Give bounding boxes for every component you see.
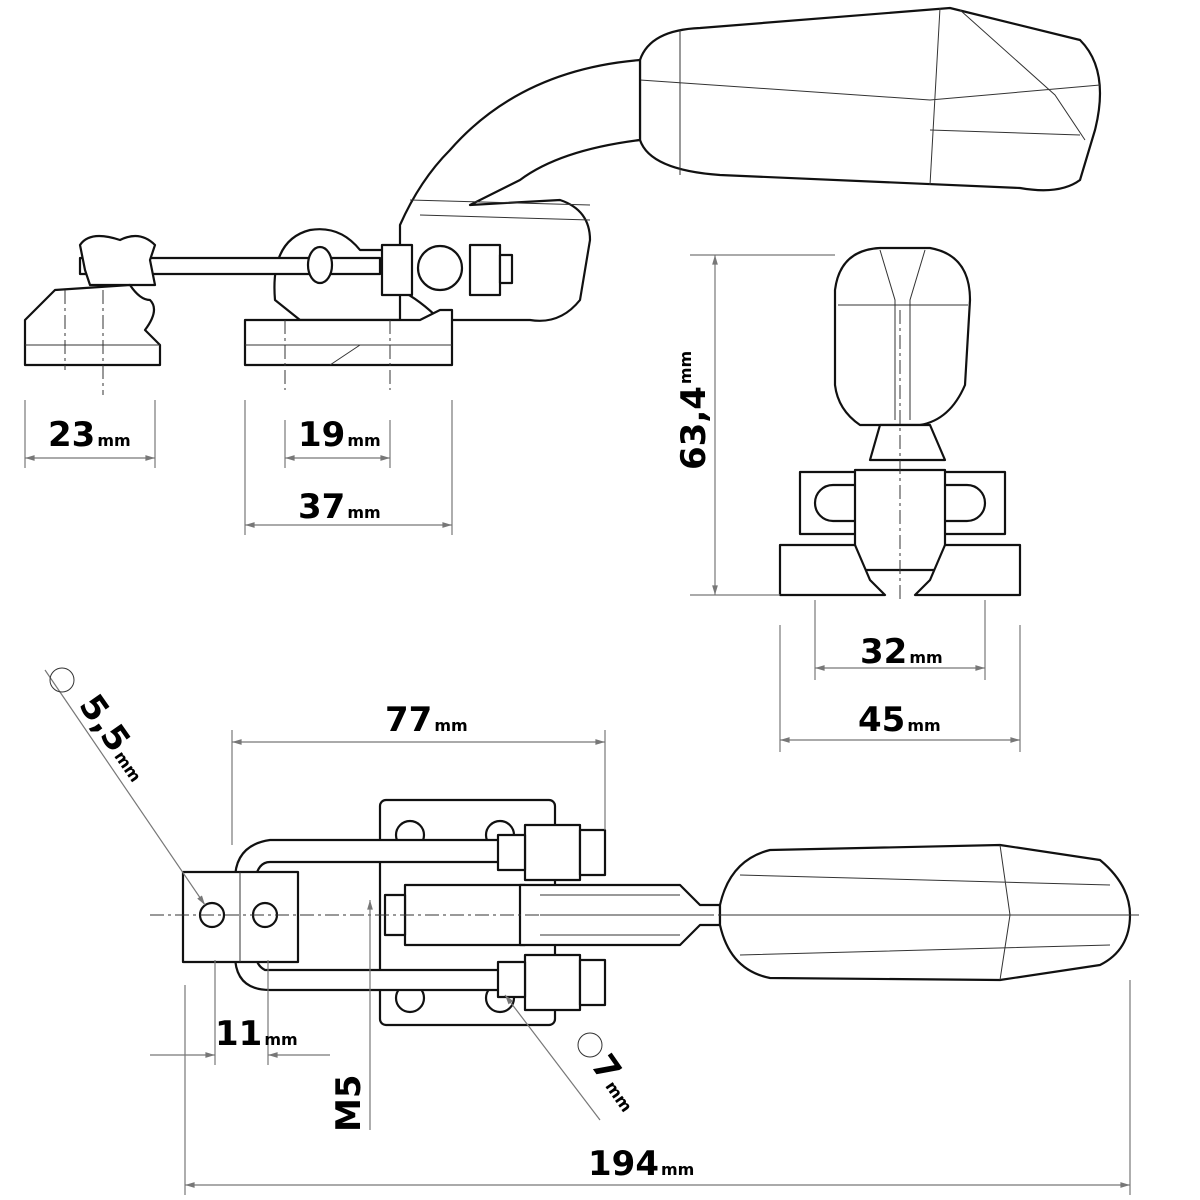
handle-grip-top (718, 843, 1132, 982)
handle-grip (638, 6, 1102, 192)
pivot-block (523, 953, 582, 1012)
front-view (778, 246, 1022, 600)
hex-nut (468, 243, 502, 297)
side-view (23, 6, 1102, 395)
pivot-block (523, 823, 582, 882)
svg-text:7mm: 7mm (583, 1047, 650, 1118)
latch-rod (78, 256, 382, 276)
svg-text:5,5mm: 5,5mm (71, 687, 159, 788)
lever-arm (398, 58, 642, 322)
latch-hook (78, 234, 157, 287)
left-base (23, 283, 162, 367)
top-view (150, 798, 1140, 1027)
dim-diameter-5-5: 5,5mm ⌀ (44, 667, 206, 906)
front-base (778, 543, 1022, 597)
svg-text:M5: M5 (329, 1075, 369, 1133)
hex-nut (380, 243, 414, 297)
svg-text:63,4mm: 63,4mm (674, 351, 714, 470)
adjuster-ball (416, 244, 464, 292)
dim-63-4: 63,4mm (674, 254, 835, 596)
front-handle (833, 246, 972, 427)
right-base (243, 308, 454, 367)
dim-m5: M5 (329, 900, 373, 1133)
